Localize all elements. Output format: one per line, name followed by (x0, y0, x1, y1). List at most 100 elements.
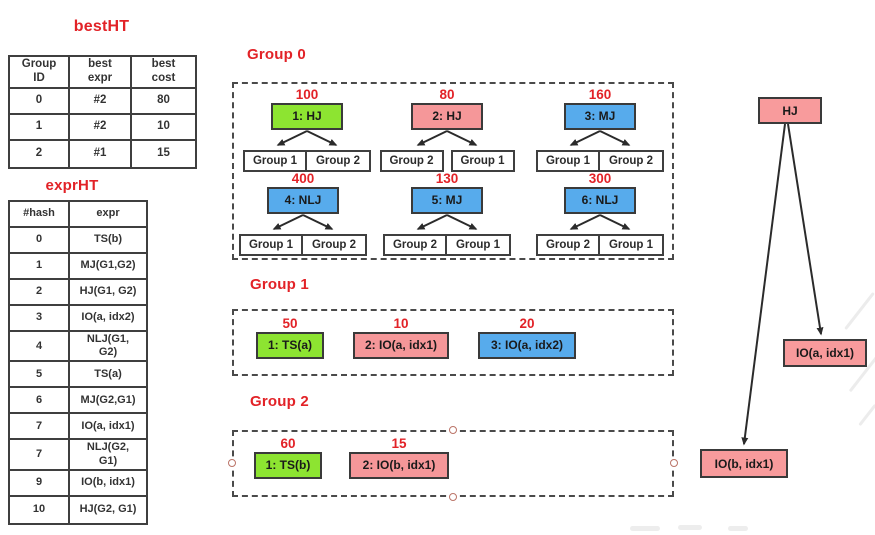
expr-node: 5: MJ (411, 187, 483, 214)
bestht-header-group-id: Group ID (10, 57, 70, 89)
child-group-box: Group 2 (307, 150, 371, 172)
child-group-pair: Group 1 Group 2 (243, 150, 371, 172)
bestht-header-best-expr: best expr (70, 57, 132, 89)
child-group-box: Group 2 (600, 150, 664, 172)
exprht-header-expr: expr (70, 202, 146, 228)
child-group-box: Group 1 (450, 150, 515, 172)
expr-node: 2: IO(b, idx1) (349, 452, 449, 479)
child-group-box: Group 1 (536, 150, 600, 172)
memo-g1-expr-3: 20 3: IO(a, idx2) (478, 316, 576, 359)
fork-arrows (416, 130, 478, 146)
exprht-cell: 4 (10, 332, 70, 363)
bestht-cell: #1 (70, 141, 132, 167)
fork-arrows (416, 214, 478, 230)
child-group-pair: Group 2 Group 1 (536, 234, 664, 256)
bestht-table: Group ID best expr best cost 0 #2 80 1 #… (8, 55, 197, 169)
cost-label: 10 (393, 316, 409, 331)
group0-panel (232, 82, 674, 260)
plan-root-node: HJ (758, 97, 822, 124)
exprht-cell: NLJ(G2, G1) (70, 440, 146, 471)
exprht-cell: HJ(G1, G2) (70, 280, 146, 306)
child-group-pair: Group 1 Group 2 (239, 234, 367, 256)
fork-arrows (276, 130, 338, 146)
exprht-cell: HJ(G2, G1) (79, 503, 137, 516)
cost-label: 50 (282, 316, 298, 331)
memo-expr-4: 400 4: NLJ Group 1 Group 2 (233, 171, 373, 256)
memo-g2-expr-1: 60 1: TS(b) (254, 436, 322, 479)
connection-handle-bottom (449, 493, 457, 501)
connection-handle-right (670, 459, 678, 467)
bestht-cell: 15 (157, 147, 170, 160)
cost-label: 20 (519, 316, 535, 331)
expr-node: 3: IO(a, idx2) (478, 332, 576, 359)
exprht-cell: 10 (10, 496, 70, 523)
exprht-cell: NLJ(G1, G2) (70, 332, 146, 363)
cost-label: 80 (439, 87, 455, 102)
bestht-cell: 0 (10, 89, 70, 115)
fork-arrows (569, 130, 631, 146)
expr-node: 1: TS(b) (254, 452, 322, 479)
exprht-cell: 6 (10, 388, 70, 415)
bestht-title: bestHT (73, 18, 130, 35)
child-group-box: Group 2 (379, 150, 444, 172)
child-group-box: Group 2 (383, 234, 447, 256)
exprht-cell: IO(a, idx1) (70, 414, 146, 441)
plan-right-child-node: IO(a, idx1) (783, 339, 867, 367)
cost-label: 100 (295, 87, 319, 102)
memo-expr-3: 160 3: MJ Group 1 Group 2 (530, 87, 670, 172)
exprht-cell: 7 (10, 414, 70, 441)
exprht-cell: 1 (10, 254, 70, 280)
connection-handle-top (449, 426, 457, 434)
bestht-cell: 1 (10, 115, 70, 141)
exprht-cell: 2 (10, 280, 70, 306)
group2-title: Group 2 (250, 393, 309, 410)
exprht-cell: 9 (10, 470, 70, 497)
expr-node: 2: HJ (411, 103, 483, 130)
child-group-pair: Group 2 Group 1 (383, 234, 511, 256)
child-group-box: Group 2 (536, 234, 600, 256)
bestht-header-best-cost: best cost (132, 57, 195, 89)
memo-expr-5: 130 5: MJ Group 2 Group 1 (377, 171, 517, 256)
child-group-pair: Group 2 Group 1 (379, 150, 515, 172)
group1-title: Group 1 (250, 276, 309, 293)
memo-expr-6: 300 6: NLJ Group 2 Group 1 (530, 171, 670, 256)
exprht-table: #hash expr 0 TS(b) 1 MJ(G1,G2) 2 HJ(G1, … (8, 200, 148, 525)
watermark-smudge (630, 526, 660, 531)
memo-g1-expr-1: 50 1: TS(a) (256, 316, 324, 359)
expr-node: 1: TS(a) (256, 332, 324, 359)
expr-node: 1: HJ (271, 103, 343, 130)
bestht-cell: #2 (70, 89, 132, 115)
fork-arrows (569, 214, 631, 230)
expr-node: 6: NLJ (564, 187, 636, 214)
expr-node: 3: MJ (564, 103, 636, 130)
watermark-smudge (728, 526, 748, 531)
child-group-box: Group 1 (243, 150, 307, 172)
fork-arrows (272, 214, 334, 230)
exprht-cell: 3 (10, 306, 70, 332)
exprht-cell: TS(a) (70, 362, 146, 389)
group1-panel (232, 309, 674, 376)
exprht-cell: 0 (10, 228, 70, 254)
exprht-cell: MJ(G1,G2) (70, 254, 146, 280)
child-group-box: Group 1 (447, 234, 511, 256)
memo-g1-expr-2: 10 2: IO(a, idx1) (353, 316, 449, 359)
cost-label: 15 (391, 436, 407, 451)
memo-g2-expr-2: 15 2: IO(b, idx1) (349, 436, 449, 479)
child-group-box: Group 1 (239, 234, 303, 256)
cost-label: 400 (291, 171, 315, 186)
plan-tree-edges (741, 123, 824, 446)
exprht-header-hash: #hash (10, 202, 70, 228)
watermark-smudge (678, 525, 702, 530)
bestht-cell: #2 (70, 115, 132, 141)
exprht-title: exprHT (45, 177, 99, 194)
expr-node: 2: IO(a, idx1) (353, 332, 449, 359)
exprht-cell: IO(a, idx2) (70, 306, 146, 332)
exprht-cell: MJ(G2,G1) (70, 388, 146, 415)
bestht-cell: 80 (132, 89, 195, 115)
bestht-cell: 10 (132, 115, 195, 141)
child-group-box: Group 1 (600, 234, 664, 256)
connection-handle-left (228, 459, 236, 467)
cost-label: 60 (280, 436, 296, 451)
memo-expr-2: 80 2: HJ Group 2 Group 1 (377, 87, 517, 172)
